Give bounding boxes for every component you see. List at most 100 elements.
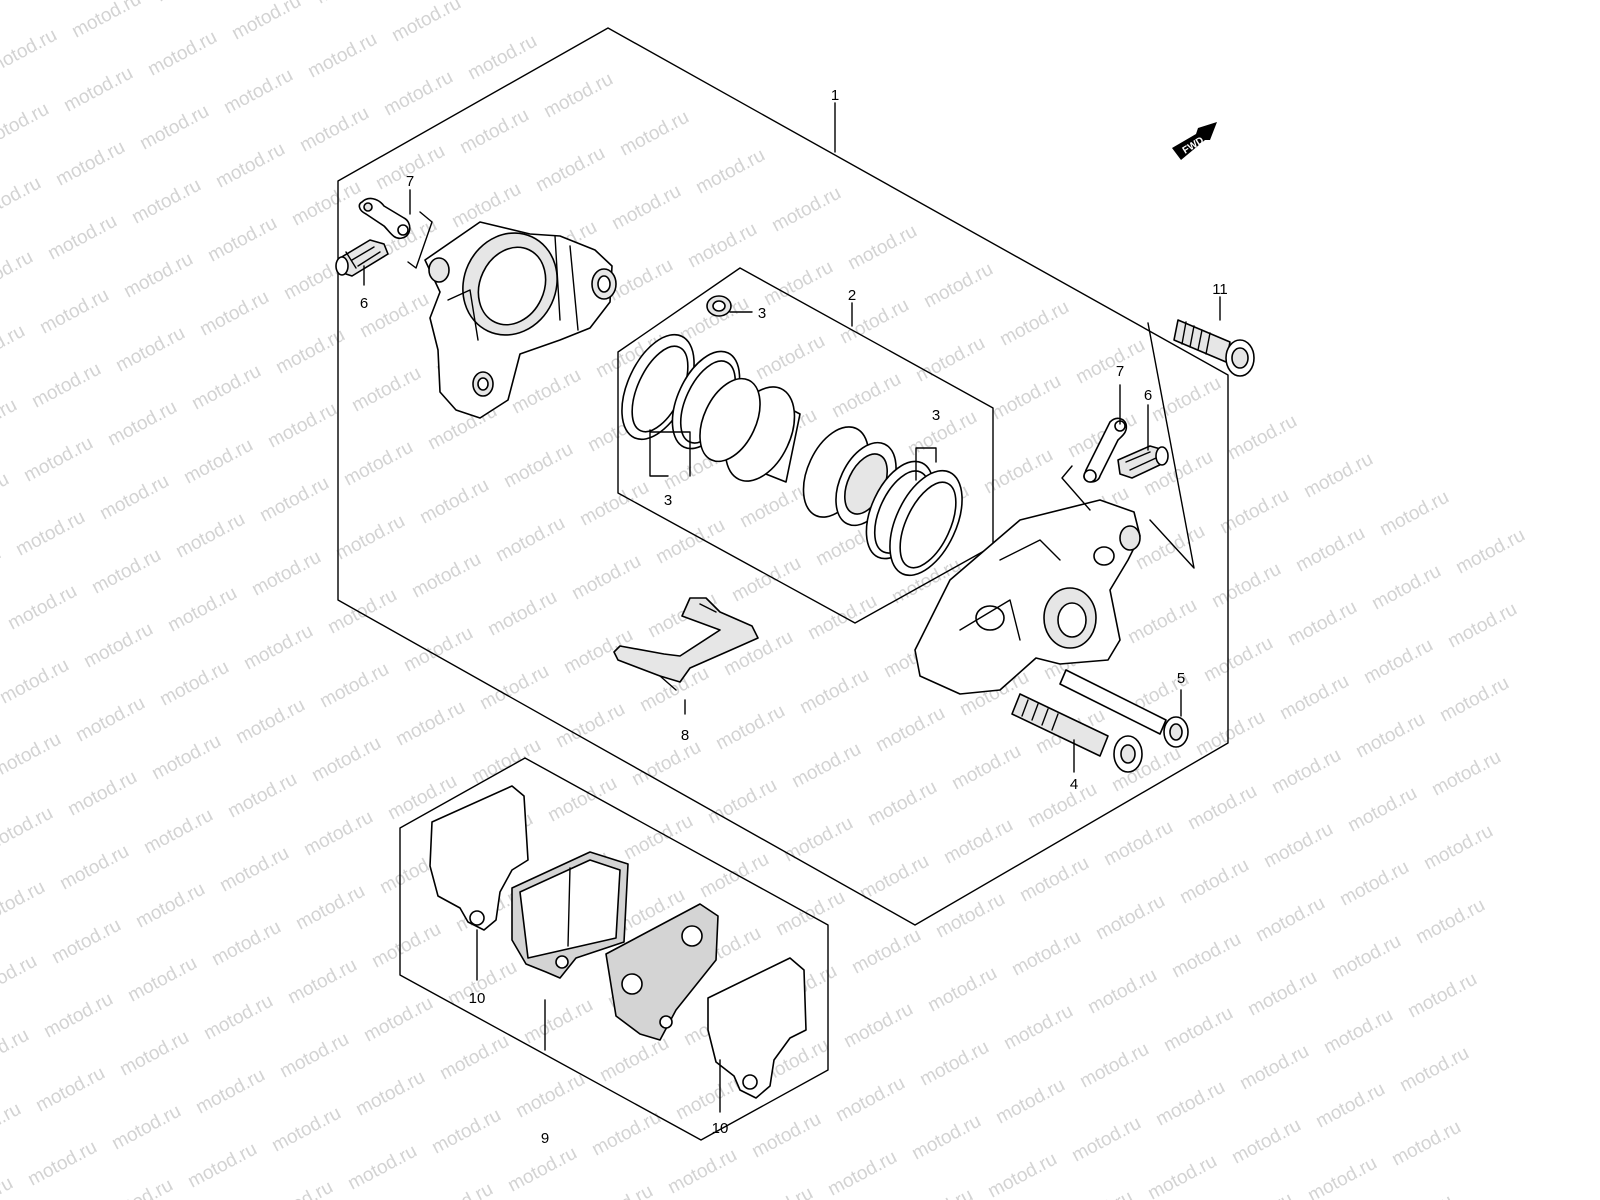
watermark-text: motod.ru xyxy=(292,881,368,935)
watermark-text: motod.ru xyxy=(1388,1117,1464,1171)
callout-10-left: 10 xyxy=(469,990,486,1007)
watermark-text: motod.ru xyxy=(104,397,180,451)
watermark-text: motod.ru xyxy=(40,989,116,1043)
watermark-text: motod.ru xyxy=(304,29,380,83)
watermark-text: motod.ru xyxy=(1148,373,1224,427)
watermark-text: motod.ru xyxy=(100,1175,176,1200)
watermark-text: motod.ru xyxy=(276,1029,352,1083)
watermark-text: motod.ru xyxy=(1236,1041,1312,1095)
watermark-text: motod.ru xyxy=(224,769,300,823)
watermark-text: motod.ru xyxy=(1076,1039,1152,1093)
watermark-text: motod.ru xyxy=(992,1075,1068,1129)
watermark-text: motod.ru xyxy=(28,359,104,413)
watermark-text: motod.ru xyxy=(1072,335,1148,389)
watermark-text: motod.ru xyxy=(464,31,540,85)
watermark-text: motod.ru xyxy=(120,249,196,303)
watermark-text: motod.ru xyxy=(704,775,780,829)
watermark-text: motod.ru xyxy=(616,107,692,161)
watermark-text: motod.ru xyxy=(208,917,284,971)
bleeder-valve-right xyxy=(1117,445,1169,479)
watermark-text: motod.ru xyxy=(988,371,1064,425)
watermark-text: motod.ru xyxy=(124,953,200,1007)
watermark-text: motod.ru xyxy=(984,1149,1060,1200)
watermark-text: motod.ru xyxy=(468,735,544,789)
watermark-text: motod.ru xyxy=(500,439,576,493)
mounting-bolt xyxy=(1173,319,1255,377)
watermark-text: motod.ru xyxy=(1268,745,1344,799)
watermark-text: motod.ru xyxy=(1208,559,1284,613)
watermark-text: motod.ru xyxy=(324,585,400,639)
watermark-text: motod.ru xyxy=(1276,671,1352,725)
callout-7-right: 7 xyxy=(1116,363,1124,380)
watermark-text: motod.ru xyxy=(508,365,584,419)
watermark-text: motod.ru xyxy=(840,999,916,1053)
watermark-text: motod.ru xyxy=(1184,781,1260,835)
watermark-text: motod.ru xyxy=(96,471,172,525)
watermark-text: motod.ru xyxy=(20,433,96,487)
callout-3-right: 3 xyxy=(932,407,940,424)
watermark-text: motod.ru xyxy=(136,101,212,155)
watermark-text: motod.ru xyxy=(712,701,788,755)
watermark-text: motod.ru xyxy=(1092,891,1168,945)
watermark-text: motod.ru xyxy=(248,547,324,601)
watermark-text: motod.ru xyxy=(832,1073,908,1127)
watermark-text: motod.ru xyxy=(352,1067,428,1121)
watermark-text: motod.ru xyxy=(52,137,128,191)
watermark-text: motod.ru xyxy=(1380,1191,1456,1200)
watermark-text: motod.ru xyxy=(0,25,61,79)
bleeder-bracket-upper xyxy=(407,211,433,269)
watermark-text: motod.ru xyxy=(728,553,804,607)
watermark-text: motod.ru xyxy=(1124,595,1200,649)
watermark-text: motod.ru xyxy=(420,1179,496,1200)
watermark-text: motod.ru xyxy=(360,993,436,1047)
watermark-text: motod.ru xyxy=(408,549,484,603)
watermark-text: motod.ru xyxy=(108,1101,184,1155)
watermark-text: motod.ru xyxy=(932,889,1008,943)
watermark-text: motod.ru xyxy=(312,0,388,8)
watermark-text: motod.ru xyxy=(332,511,408,565)
watermark-text: motod.ru xyxy=(68,0,144,42)
watermark-text: motod.ru xyxy=(188,361,264,415)
callout-5: 5 xyxy=(1177,670,1185,687)
watermark-text: motod.ru xyxy=(1352,709,1428,763)
caliper-left-half xyxy=(424,221,617,419)
watermark-text: motod.ru xyxy=(1200,633,1276,687)
watermark-text: motod.ru xyxy=(1420,821,1496,875)
watermark-text: motod.ru xyxy=(140,805,216,859)
watermark-text: motod.ru xyxy=(748,1109,824,1163)
watermark-text: motod.ru xyxy=(212,139,288,193)
watermark-text: motod.ru xyxy=(1068,1113,1144,1167)
watermark-text: motod.ru xyxy=(752,331,828,385)
watermark-text: motod.ru xyxy=(1336,857,1412,911)
bleeder-cap-right xyxy=(1083,417,1128,483)
watermark-text: motod.ru xyxy=(772,887,848,941)
watermark-text: motod.ru xyxy=(1444,599,1520,653)
watermark-text: motod.ru xyxy=(148,731,224,785)
watermark-text: motod.ru xyxy=(232,695,308,749)
watermark-text: motod.ru xyxy=(0,173,45,227)
watermark-text: motod.ru xyxy=(588,1107,664,1161)
watermark-text: motod.ru xyxy=(144,27,220,81)
callout-labels: 1 2 3 3 3 4 5 6 6 7 7 8 9 10 10 11 xyxy=(360,87,1228,1147)
watermark-text: motod.ru xyxy=(492,513,568,567)
watermark-text: motod.ru xyxy=(456,105,532,159)
watermark-text: motod.ru xyxy=(36,285,112,339)
pad-pin xyxy=(1059,669,1189,748)
callout-9: 9 xyxy=(541,1130,549,1147)
watermark-text: motod.ru xyxy=(652,515,728,569)
watermark-text: motod.ru xyxy=(1220,1189,1296,1200)
watermark-text: motod.ru xyxy=(0,321,29,375)
watermark-text: motod.ru xyxy=(980,445,1056,499)
watermark-text: motod.ru xyxy=(348,363,424,417)
watermark-text: motod.ru xyxy=(540,69,616,123)
dust-seal-small xyxy=(706,295,732,317)
watermark-text: motod.ru xyxy=(288,177,364,231)
watermark-text: motod.ru xyxy=(864,777,940,831)
watermark-text: motod.ru xyxy=(0,543,5,597)
watermark-text: motod.ru xyxy=(1132,521,1208,575)
watermark-text: motod.ru xyxy=(476,661,552,715)
watermark-text: motod.ru xyxy=(192,1065,268,1119)
watermark-text: motod.ru xyxy=(1328,931,1404,985)
watermark-text: motod.ru xyxy=(504,1143,580,1197)
pad-shim-left xyxy=(429,785,529,931)
